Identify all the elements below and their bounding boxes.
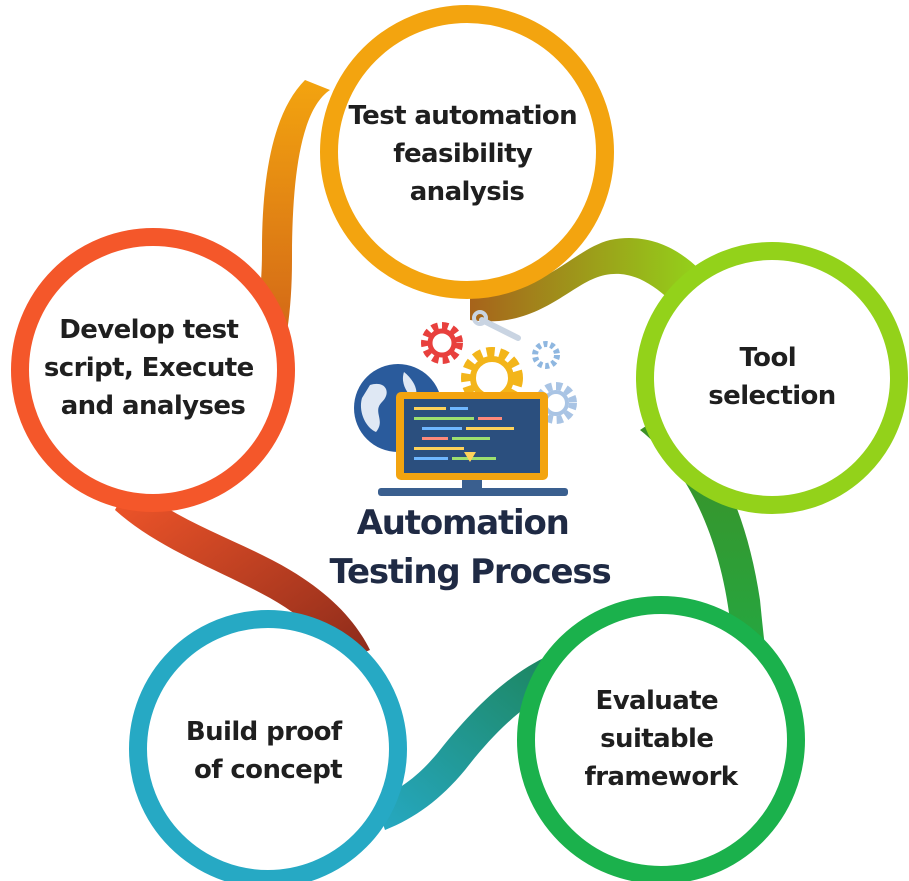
center-title: Automation Testing Process <box>330 503 611 592</box>
circle-ring <box>11 228 295 512</box>
computer-with-gears-and-globe-icon <box>354 310 577 496</box>
ribbon-orange-to-lime <box>470 238 700 322</box>
step-label: Tool selection <box>708 343 835 411</box>
step-circle-tool-selection: Tool selection <box>636 242 908 514</box>
code-lines <box>414 407 514 460</box>
circle-ring <box>636 242 908 514</box>
circle-ring <box>129 610 407 881</box>
step-label: Develop test script, Execute and analyse… <box>44 315 262 421</box>
circle-ring <box>517 596 805 881</box>
step-circle-develop-execute: Develop test script, Execute and analyse… <box>11 228 295 512</box>
step-label: Test automation feasibility analysis <box>348 101 585 207</box>
wrench-icon <box>472 310 521 341</box>
step-circle-proof-of-concept: Build proof of concept <box>129 610 407 881</box>
step-circle-feasibility: Test automation feasibility analysis <box>320 5 614 299</box>
step-label: Evaluate suitable framework <box>585 686 739 792</box>
monitor-icon <box>378 392 568 496</box>
step-circle-evaluate-framework: Evaluate suitable framework <box>517 596 805 881</box>
step-label: Build proof of concept <box>186 717 350 785</box>
circle-ring <box>320 5 614 299</box>
ribbon-orange-to-red <box>228 80 330 410</box>
gear-icon-blue-small <box>532 341 560 369</box>
gear-icon-red <box>421 322 463 364</box>
